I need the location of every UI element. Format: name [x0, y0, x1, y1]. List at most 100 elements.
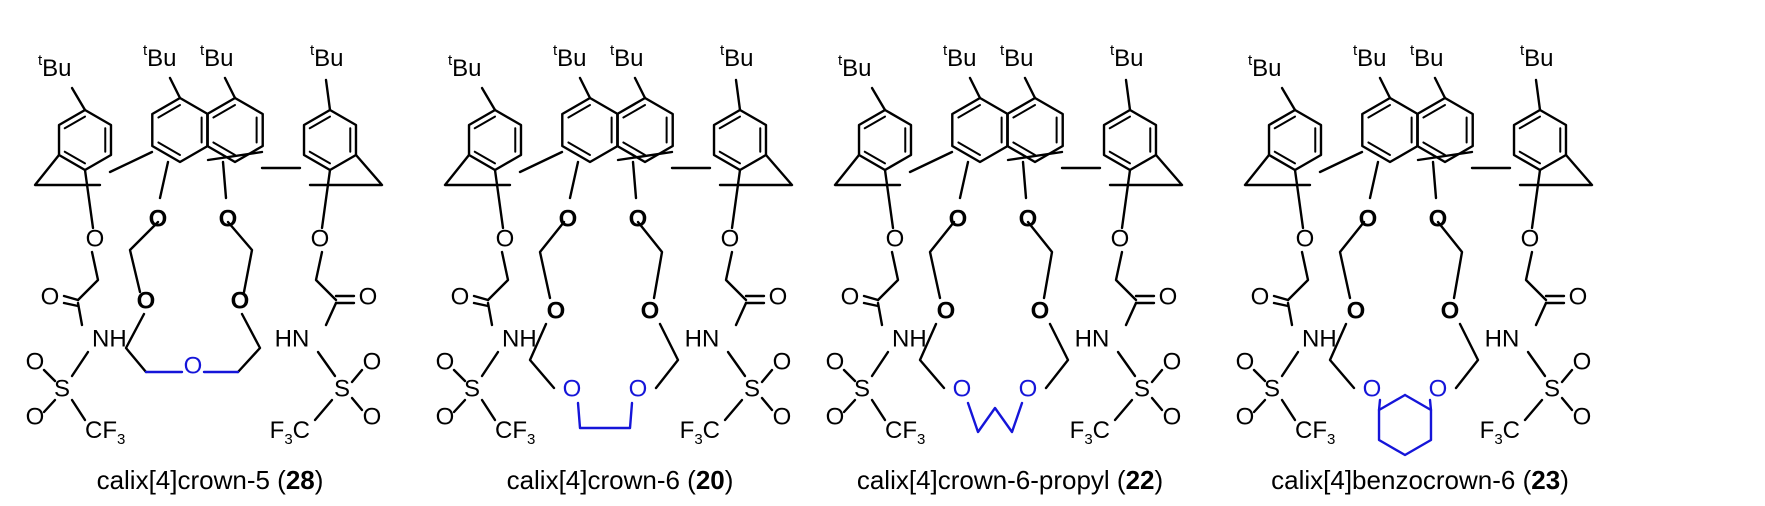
bond-chain: [1454, 322, 1480, 390]
bond-line: [62, 301, 80, 308]
benzo-ring: [1377, 393, 1433, 457]
bond-line: [221, 160, 228, 200]
trifluoromethyl-label: F3C: [1070, 417, 1110, 448]
bond-line: [1526, 350, 1547, 378]
atom-label: O: [436, 403, 455, 430]
trifluoromethyl-label: F3C: [680, 417, 720, 448]
bond-line: [1518, 115, 1541, 130]
atom-label: O: [841, 283, 860, 310]
bond-chain: [528, 322, 556, 390]
atom-label: O: [826, 403, 845, 430]
tbu-label: tBu: [610, 42, 644, 72]
bond-line: [473, 150, 496, 165]
bond-line: [452, 398, 467, 414]
bond-line: [486, 301, 494, 327]
atom-label: O: [137, 287, 156, 314]
atom-label: O: [1573, 403, 1592, 430]
bond-line: [870, 86, 887, 112]
bond-chain: [314, 250, 338, 302]
tbu-label: tBu: [943, 42, 977, 72]
bond-line: [734, 78, 742, 112]
atom-label: O: [1441, 297, 1460, 324]
atom-label: O: [1347, 297, 1366, 324]
bond-line: [1431, 160, 1438, 200]
bond-line: [567, 141, 591, 156]
atom-label: O: [1159, 283, 1178, 310]
atom-label: O: [773, 348, 792, 375]
bond-chain: [654, 322, 680, 390]
bond-line: [842, 398, 857, 414]
bond-line: [1006, 150, 1064, 162]
tbu-label: tBu: [1110, 42, 1144, 72]
bond-line: [452, 368, 467, 383]
tbu-label: tBu: [1520, 42, 1554, 72]
aromatic-ring: [857, 108, 913, 172]
compound-caption: calix[4]crown-6 (20): [507, 465, 734, 495]
bond-line: [862, 294, 880, 302]
bond-chain: [33, 153, 102, 187]
bond-line: [622, 104, 646, 119]
bond-line: [1523, 398, 1544, 422]
bond-line: [723, 398, 744, 422]
bond-line: [83, 168, 95, 230]
aromatic-ring: [1512, 108, 1568, 172]
bond-chain: [226, 220, 254, 294]
atom-label: O: [1236, 348, 1255, 375]
bond-chain: [1524, 250, 1548, 302]
atom-label: S: [464, 375, 480, 402]
bond-chain: [128, 220, 160, 294]
bond-line: [726, 350, 747, 378]
bond-line: [1560, 368, 1574, 384]
bond-line: [870, 350, 890, 378]
bond-line: [480, 350, 500, 378]
bond-line: [1428, 398, 1433, 412]
bond-line: [957, 104, 981, 119]
atom-label: O: [1429, 375, 1448, 402]
bond-chain: [1518, 153, 1594, 187]
bond-line: [734, 301, 748, 327]
bond-line: [480, 86, 497, 112]
atom-label: O: [1521, 225, 1540, 252]
bond-line: [760, 396, 774, 412]
atom-label: S: [854, 375, 870, 402]
bond-line: [350, 368, 364, 384]
bond-chain: [636, 220, 664, 300]
atom-label: HN: [1485, 325, 1520, 352]
atom-label: O: [937, 297, 956, 324]
aromatic-ring: [1361, 96, 1419, 164]
trifluoromethyl-label: CF3: [885, 417, 925, 448]
atom-label: S: [334, 375, 350, 402]
trifluoromethyl-label: CF3: [495, 417, 535, 448]
bond-line: [76, 301, 84, 327]
aromatic-ring: [712, 108, 768, 172]
atom-label: O: [41, 283, 60, 310]
atom-label: O: [641, 297, 660, 324]
atom-label: NH: [892, 325, 927, 352]
trifluoromethyl-label: CF3: [1295, 417, 1335, 448]
bond-line: [1416, 150, 1474, 162]
atom-label: S: [1544, 375, 1560, 402]
bond-line: [1422, 104, 1446, 119]
bond-line: [350, 396, 364, 412]
bond-line: [1378, 76, 1392, 100]
bond-line: [212, 104, 236, 119]
atom-label: O: [363, 403, 382, 430]
atom-label: S: [1264, 375, 1280, 402]
atom-label: O: [1569, 283, 1588, 310]
bond-line: [958, 160, 970, 200]
compound-caption: calix[4]crown-5 (28): [97, 465, 324, 495]
atom-label: O: [629, 375, 648, 402]
blue-bridge: [576, 401, 634, 430]
aromatic-ring: [1416, 96, 1474, 164]
atom-label: O: [1163, 348, 1182, 375]
bond-line: [1368, 160, 1380, 200]
atom-label: O: [359, 283, 378, 310]
atom-label: O: [86, 225, 105, 252]
bond-line: [42, 368, 57, 383]
bond-line: [70, 86, 87, 112]
bond-line: [718, 150, 741, 165]
bond-line: [1433, 76, 1447, 100]
bond-chain: [833, 153, 902, 187]
